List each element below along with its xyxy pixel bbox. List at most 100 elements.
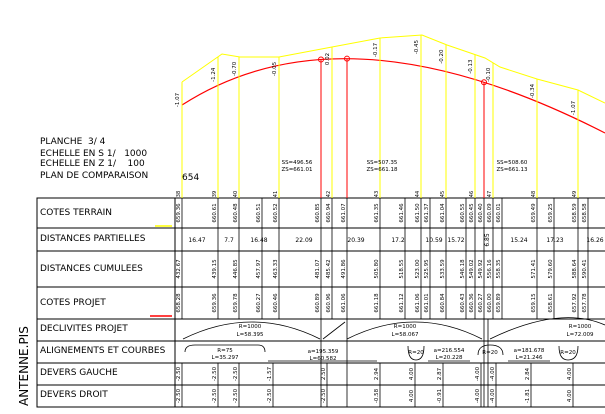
devers-droit-value: -4.00 [475, 388, 481, 403]
alignment-length: L=21.246 [516, 355, 543, 361]
cote-terrain-value: 660.61 [212, 203, 218, 222]
distance-cumulee-value: 439.15 [212, 259, 218, 279]
declivite-length: L=72.009 [567, 332, 594, 338]
distance-partielle-value: 22.09 [295, 237, 312, 244]
cote-projet-value: 659.15 [531, 293, 537, 313]
ecart-label: -0.10 [486, 67, 492, 82]
summit-ss-label: SS=507.35 [367, 160, 398, 166]
ecart-label: -0.17 [373, 42, 379, 57]
alignment-parameter: R=20 [482, 350, 498, 356]
summit-zs-label: ZS=661.01 [281, 167, 312, 173]
distance-cumulee-value: 558.35 [496, 259, 502, 279]
distance-partielle-value: 16.47 [188, 237, 205, 244]
devers-gauche-value: -2.50 [212, 366, 218, 381]
devers-gauche-value: 4.00 [409, 367, 415, 380]
distance-cumulee-value: 523.00 [415, 259, 421, 279]
planche-label: PLANCHE 3/ 4 [40, 137, 106, 147]
station-number: 39 [212, 191, 218, 197]
alignment-length: L=20.228 [436, 355, 463, 361]
devers-droit-value: -4.00 [490, 388, 496, 403]
cote-projet-value: 661.01 [424, 293, 430, 312]
cote-projet-value: 660.27 [478, 293, 484, 313]
cote-terrain-value: 661.35 [374, 203, 380, 223]
distance-cumulee-value: 463.33 [273, 259, 279, 279]
cote-terrain-value: 659.25 [548, 203, 554, 223]
distance-partielle-value: 16.26 [586, 237, 603, 244]
cote-projet-value: 658.61 [548, 293, 554, 312]
horizontal-curve-bracket [477, 344, 504, 356]
vertical-curve-arc [346, 321, 483, 340]
distance-cumulee-value: 457.97 [256, 259, 262, 279]
cote-projet-value: 657.78 [582, 293, 588, 313]
distance-cumulee-value: 518.55 [399, 259, 405, 279]
distance-partielle-value: 10.59 [425, 237, 442, 244]
declivite-length: L=58.395 [237, 332, 264, 338]
distance-cumulee-value: 556.16 [487, 259, 493, 279]
devers-droit-value: -2.50 [321, 388, 327, 403]
cote-terrain-value: 660.48 [233, 203, 239, 223]
distance-partielle-value: 16.48 [250, 237, 267, 244]
summit-zs-label: ZS=661.18 [366, 167, 398, 173]
ecart-label: -0.34 [530, 83, 536, 98]
cote-projet-value: 659.78 [233, 293, 239, 313]
devers-gauche-value: -4.00 [475, 366, 481, 381]
distance-cumulee-value: 549.92 [478, 259, 484, 278]
row-label-declivites-projet: DECLIVITES PROJET [40, 324, 128, 334]
station-number: 44 [415, 191, 421, 197]
ecart-label: -1.07 [571, 100, 577, 115]
alignment-parameter: R=20 [408, 350, 424, 356]
alignment-length: L=35.297 [212, 355, 239, 361]
echelle-s-label: ECHELLE EN S 1/ 1000 [40, 149, 148, 159]
alignment-parameter: a=216.554 [434, 348, 465, 354]
station-number: 49 [572, 191, 578, 197]
alignment-parameter: a=181.678 [514, 348, 545, 354]
devers-gauche-value: 2.87 [437, 367, 443, 380]
cote-projet-value: 661.06 [341, 293, 347, 313]
row-label-devers-gauche: DEVERS GAUCHE [40, 368, 118, 378]
ecart-label: 0.02 [325, 53, 331, 65]
cote-projet-value: 660.96 [326, 293, 332, 313]
cote-projet-value: 658.28 [176, 293, 182, 313]
projet-profile-curve [181, 58, 605, 134]
cote-projet-value: 660.00 [487, 293, 493, 313]
station-number: 43 [374, 191, 380, 197]
devers-gauche-value: 4.00 [567, 367, 573, 380]
distance-cumulee-value: 546.18 [460, 259, 466, 279]
devers-droit-value: 4.00 [409, 389, 415, 402]
alignment-parameter: a=195.359 [308, 349, 339, 355]
cote-projet-value: 661.12 [399, 293, 405, 312]
distance-partielle-value: 20.39 [347, 237, 364, 244]
summit-ss-label: SS=496.56 [282, 160, 313, 166]
row-label-cotes-projet: COTES PROJET [40, 298, 106, 308]
devers-droit-value: -2.50 [212, 388, 218, 403]
row-label-devers-droit: DEVERS DROIT [40, 390, 108, 400]
devers-droit-value: -1.81 [525, 389, 531, 403]
distance-cumulee-value: 432.67 [176, 259, 182, 279]
cote-projet-value: 660.43 [460, 293, 466, 313]
horizontal-curve-bracket [184, 344, 266, 353]
row-label-distances-cumulees: DISTANCES CUMULEES [40, 264, 143, 274]
cote-terrain-value: 661.46 [399, 203, 405, 223]
summit-zs-label: ZS=661.13 [496, 167, 528, 173]
station-number: 38 [176, 191, 182, 197]
cote-terrain-value: 660.94 [326, 203, 332, 223]
devers-gauche-value: -2.50 [233, 366, 239, 381]
distance-partielle-value: 7.7 [224, 237, 234, 244]
distance-cumulee-value: 549.02 [469, 259, 475, 278]
declivite-length: L=58.067 [392, 332, 419, 338]
devers-droit-value: -0.91 [437, 389, 443, 403]
distance-partielle-value: 17.2 [391, 237, 405, 244]
cote-terrain-value: 661.50 [415, 203, 421, 223]
declivite-radius: R=1000 [394, 324, 417, 330]
distance-cumulee-value: 588.64 [572, 259, 578, 279]
cote-projet-value: 659.89 [496, 293, 502, 313]
cote-terrain-value: 660.01 [496, 203, 502, 222]
devers-droit-value: -2.50 [267, 388, 273, 403]
cote-terrain-value: 660.40 [478, 203, 484, 223]
horizontal-curve-cup [558, 345, 579, 361]
plan-comparaison-label: PLAN DE COMPARAISON [40, 171, 149, 181]
devers-gauche-value: -1.57 [267, 366, 273, 381]
cote-projet-value: 661.18 [374, 293, 380, 313]
cote-projet-value: 660.27 [256, 293, 262, 313]
